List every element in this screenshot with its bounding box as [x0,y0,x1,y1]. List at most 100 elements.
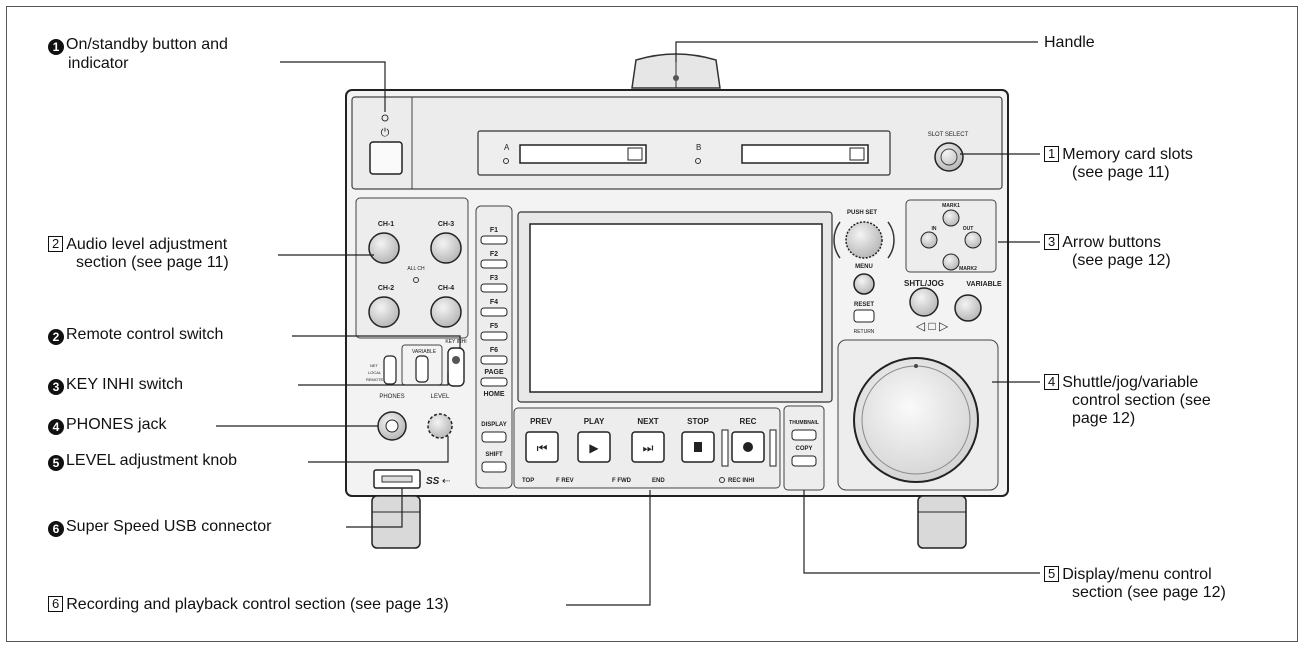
home-label: HOME [484,391,505,398]
ch3-knob[interactable] [430,232,462,264]
callout-number: 6 [48,521,64,537]
svg-text:▶: ▶ [589,441,599,455]
label-text-line2: section (see page 12) [1072,584,1226,601]
label-text: PHONES jack [66,416,167,433]
top-label: TOP [522,478,534,484]
next-button[interactable] [631,431,665,463]
copy-label: COPY [795,446,812,452]
label-text: Memory card slots [1062,146,1193,163]
svg-text:⏭: ⏭ [643,441,654,455]
display-button[interactable] [481,431,507,443]
prev-button[interactable] [525,431,559,463]
variable-label: VARIABLE [966,281,1002,288]
ss-logo: SS [426,476,440,487]
shtl-jog-button[interactable] [909,287,939,317]
next-label: NEXT [637,417,658,426]
slot-select-button[interactable] [934,142,964,172]
f4-button[interactable] [480,307,508,317]
label-text-line2: control section (see [1072,392,1211,409]
f4-label: F4 [490,299,498,306]
play-label: PLAY [584,417,605,426]
callout-number: 2 [48,329,64,345]
page-home-button[interactable] [480,377,508,387]
ch2-label: CH-2 [378,285,394,292]
callout-number: 3 [1044,234,1060,250]
ch1-knob[interactable] [368,232,400,264]
label-text-line2: section (see page 11) [76,254,229,271]
stop-label: STOP [687,417,709,426]
remote-control-switch[interactable] [383,355,397,385]
push-set-knob[interactable] [845,221,883,259]
return-label: RETURN [854,329,875,335]
f6-label: F6 [490,347,498,354]
ch2-knob[interactable] [368,296,400,328]
key-inhi-label: KEY INHI [445,339,466,345]
foot-left [371,495,421,549]
label-text: Arrow buttons [1062,234,1161,251]
ch4-label: CH-4 [438,285,454,292]
slot-a[interactable] [519,144,647,164]
arrow-up-button[interactable] [942,209,960,227]
shift-label: SHIFT [485,452,503,458]
copy-button[interactable] [791,455,817,467]
arrow-right-button[interactable] [964,231,982,249]
arrow-down-button[interactable] [942,253,960,271]
callout-number: 5 [48,455,64,471]
f5-button[interactable] [480,331,508,341]
function-key-panel [475,205,513,489]
arrow-left-button[interactable] [920,231,938,249]
label-text: LEVEL adjustment knob [66,452,238,469]
play-button[interactable] [577,431,611,463]
display-label: DISPLAY [481,422,506,428]
level-knob[interactable] [427,413,453,439]
variable-switch[interactable] [415,355,429,383]
thumbnail-label: THUMBNAIL [789,420,819,426]
foot-right [917,495,967,549]
arrow-button-cluster [905,199,997,273]
label-text: Remote control switch [66,326,224,343]
reset-return-button[interactable] [853,309,875,323]
reset-label: RESET [854,302,874,308]
f3-button[interactable] [480,283,508,293]
slot-b[interactable] [741,144,869,164]
jog-shuttle-dial[interactable] [853,357,979,483]
callout-number: 4 [48,419,64,435]
label-text: Shuttle/jog/variable [1062,374,1199,391]
level-panel-label: LEVEL [431,394,450,400]
rec-label: REC [740,417,757,426]
on-standby-button[interactable] [369,141,403,175]
f1-button[interactable] [480,235,508,245]
f2-button[interactable] [480,259,508,269]
label-handle: Handle [1044,34,1095,52]
in-label: IN [932,226,937,232]
menu-label: MENU [855,264,873,270]
thumbnail-button[interactable] [791,429,817,441]
menu-button[interactable] [853,273,875,295]
svg-text:⇠: ⇠ [442,476,450,487]
variable-button[interactable] [954,294,982,322]
ch4-knob[interactable] [430,296,462,328]
label-text: Recording and playback control section (… [66,596,449,613]
f6-button[interactable] [480,355,508,365]
mark2-label: MARK2 [959,266,977,272]
f1-label: F1 [490,227,498,234]
f-rev-label: F REV [556,478,574,484]
label-text-line2: indicator [68,55,129,72]
slot-select-label: SLOT SELECT [928,132,969,138]
mark1-label: MARK1 [942,203,960,209]
key-inhi-switch[interactable] [447,347,465,387]
label-text: KEY INHI switch [66,376,184,393]
svg-text:⏮: ⏮ [537,441,548,455]
rec-inhi-label: REC INHI [728,478,755,484]
label-text: Handle [1044,34,1095,51]
shift-button[interactable] [481,461,507,473]
ch1-label: CH-1 [378,221,394,228]
